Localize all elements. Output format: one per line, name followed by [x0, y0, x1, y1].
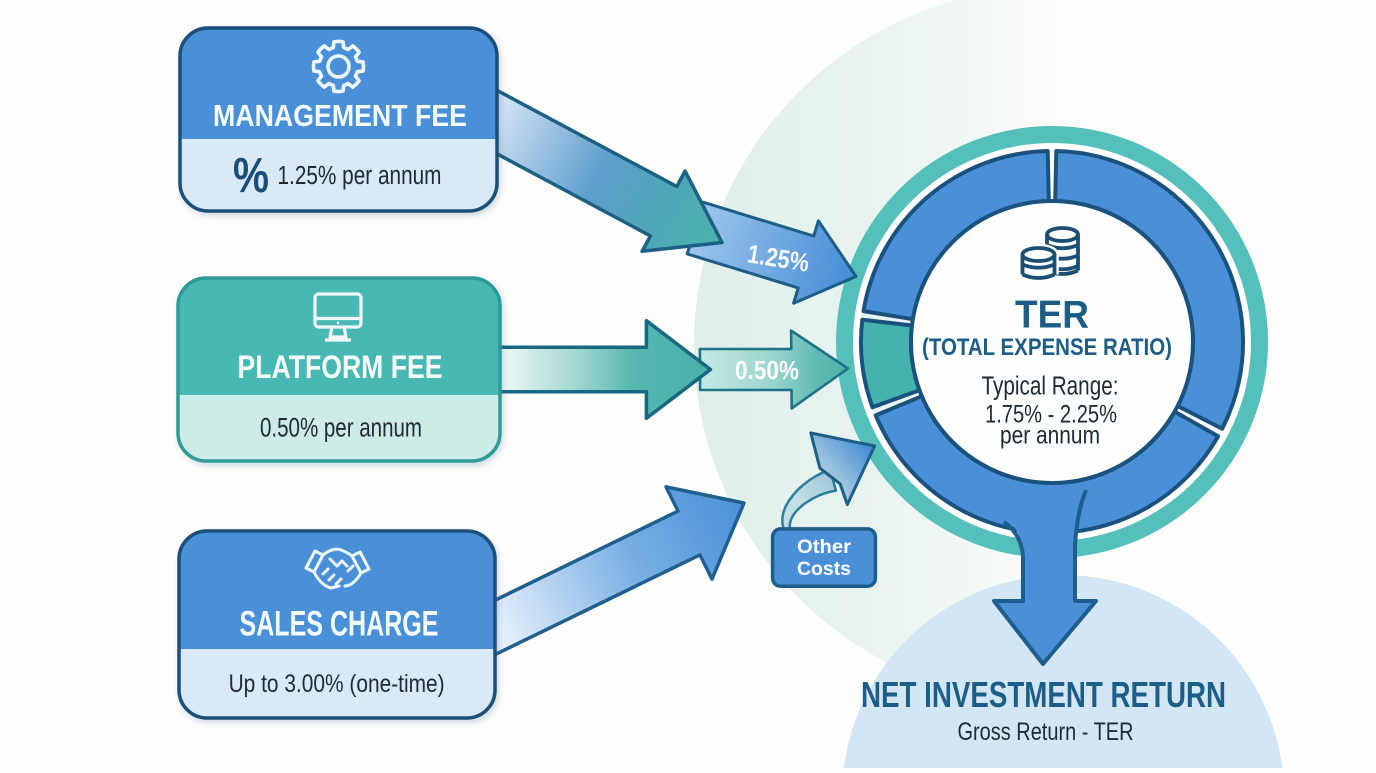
- svg-text:TER: TER: [1015, 294, 1089, 337]
- svg-text:per annum: per annum: [1000, 422, 1100, 450]
- svg-text:Costs: Costs: [797, 559, 851, 580]
- svg-text:MANAGEMENT FEE: MANAGEMENT FEE: [213, 98, 467, 133]
- svg-text:NET INVESTMENT RETURN: NET INVESTMENT RETURN: [861, 674, 1226, 715]
- svg-text:1.75% - 2.25%: 1.75% - 2.25%: [985, 401, 1117, 429]
- svg-text:%: %: [233, 149, 269, 203]
- svg-text:0.50% per annum: 0.50% per annum: [260, 413, 422, 443]
- svg-text:PLATFORM FEE: PLATFORM FEE: [238, 349, 443, 385]
- svg-text:Other: Other: [797, 537, 852, 558]
- svg-text:0.50%: 0.50%: [735, 355, 799, 385]
- svg-text:SALES CHARGE: SALES CHARGE: [240, 604, 439, 644]
- svg-text:Up to 3.00% (one-time): Up to 3.00% (one-time): [229, 670, 445, 698]
- svg-text:Gross Return - TER: Gross Return - TER: [958, 718, 1134, 746]
- svg-text:1.25% per annum: 1.25% per annum: [278, 162, 442, 190]
- svg-text:(TOTAL EXPENSE RATIO): (TOTAL EXPENSE RATIO): [922, 334, 1172, 361]
- svg-text:Typical Range:: Typical Range:: [982, 373, 1119, 401]
